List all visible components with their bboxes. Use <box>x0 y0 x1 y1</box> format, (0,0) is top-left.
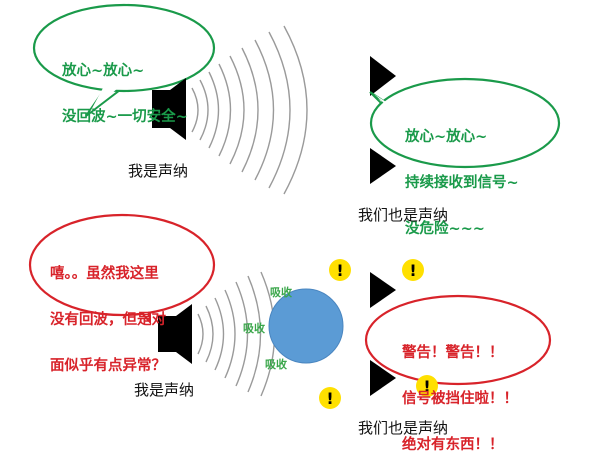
bubble-line: 放心~放心~ <box>405 129 488 146</box>
receiver-bottom-upper <box>370 272 396 308</box>
bottom-receiver-bubble-text: 警告！警告！！ 信号被挡住啦！！ 绝对有东西！！ <box>402 316 518 468</box>
bottom-receiver-label: 我们也是声纳 <box>358 419 449 437</box>
top-sonar-bubble-text: 放心~放心~ 没回波~一切安全~ <box>62 34 188 141</box>
receiver-top-lower <box>370 148 396 184</box>
sonar-emitter-top <box>152 78 186 140</box>
receiver-bottom-lower <box>370 360 396 396</box>
svg-text:!: ! <box>336 261 343 280</box>
bubble-line: 没危险~~~ <box>405 220 485 237</box>
obstacle-object <box>268 288 344 364</box>
bubble-line: 面似乎有点异常？ <box>50 357 166 374</box>
receiver-top-upper <box>370 56 396 96</box>
top-receiver-bubble-text: 放心~放心~ 持续接收到信号~ 没危险~~~ <box>405 100 519 252</box>
bubble-line: 没有回波，但是对 <box>50 312 166 329</box>
absorb-label-2: 吸收 <box>243 322 265 335</box>
bubble-line: 信号被挡住啦！！ <box>402 391 518 408</box>
bottom-sonar-label: 我是声纳 <box>134 381 195 399</box>
svg-text:!: ! <box>423 377 430 396</box>
warning-icon-1: ! <box>329 259 351 281</box>
bubble-line: 绝对有东西！！ <box>402 436 504 453</box>
svg-text:!: ! <box>409 261 416 280</box>
bottom-sonar-bubble-text: 嘻。。虽然我这里 没有回波，但是对 面似乎有点异常？ <box>50 237 166 389</box>
sound-waves-top <box>191 25 308 195</box>
svg-text:!: ! <box>326 389 333 408</box>
sonar-emitter-bottom <box>158 304 192 364</box>
speech-bubble-bottom-receiver <box>364 294 552 386</box>
absorb-label-3: 吸收 <box>265 358 287 371</box>
speech-bubble-top-sonar <box>32 3 216 117</box>
bubble-line: 警告！警告！！ <box>402 345 504 362</box>
top-sonar-label: 我是声纳 <box>128 162 189 180</box>
top-receiver-label: 我们也是声纳 <box>358 206 449 224</box>
absorb-label-1: 吸收 <box>270 286 292 299</box>
warning-icon-4: ! <box>416 375 438 397</box>
bubble-line: 持续接收到信号~ <box>405 175 519 192</box>
speech-bubble-bottom-sonar <box>28 213 216 325</box>
bubble-line: 放心~放心~ <box>62 63 145 80</box>
warning-icon-2: ! <box>402 259 424 281</box>
speech-bubble-top-receiver <box>369 77 561 169</box>
bubble-line: 嘻。。虽然我这里 <box>50 266 159 283</box>
bubble-line: 没回波~一切安全~ <box>62 109 188 126</box>
warning-icon-3: ! <box>319 387 341 409</box>
